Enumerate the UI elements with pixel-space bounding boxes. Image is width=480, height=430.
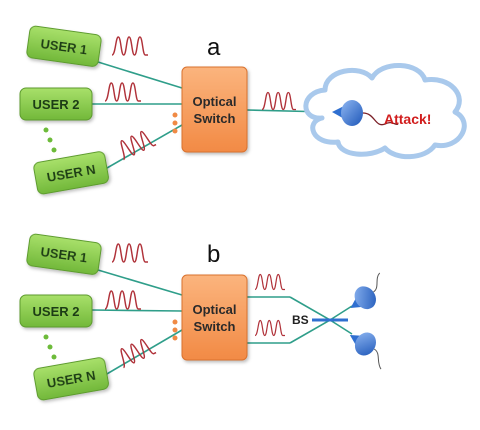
link-b-user1-switch <box>97 269 183 296</box>
user-box-b-n: USER N <box>33 357 109 401</box>
user-2-label: USER 2 <box>33 97 80 112</box>
user-box-b-2: USER 2 <box>19 294 93 328</box>
pulse-train-b-user2 <box>105 290 141 310</box>
user-b-1-label: USER 1 <box>40 244 89 265</box>
pulse-train-b-lower <box>255 319 285 337</box>
optical-switch-a: Optical Switch <box>181 66 248 153</box>
user-box-2: USER 2 <box>19 87 93 121</box>
detector-lower-icon <box>349 332 382 370</box>
switch-port-dots <box>172 112 178 134</box>
pulse-train-output <box>262 91 296 111</box>
switch-b-label-line1: Optical <box>192 302 236 317</box>
eavesdrop-detector-icon <box>332 100 399 126</box>
attack-label: Attack! <box>384 111 431 127</box>
panel-a: a USER 1 USER 2 USER N <box>19 25 467 195</box>
panel-a-label: a <box>207 34 221 61</box>
user-b-2-label: USER 2 <box>33 304 80 319</box>
user-ellipsis-dots <box>43 127 57 153</box>
link-b-usern-switch <box>99 329 183 379</box>
pulse-train-b-user1 <box>112 243 148 263</box>
user-ellipsis-dots-b <box>43 334 57 360</box>
switch-port-dots-b <box>172 319 178 341</box>
user-box-b-1: USER 1 <box>26 233 102 275</box>
switch-b-label-line2: Switch <box>194 319 236 334</box>
switch-label-line1: Optical <box>192 94 236 109</box>
bs-label: BS <box>292 313 309 327</box>
pulse-train-b-upper <box>255 273 285 291</box>
attack-cloud <box>303 63 467 160</box>
panel-b-label: b <box>207 241 220 268</box>
optical-switch-b: Optical Switch <box>181 274 248 361</box>
user-1-label: USER 1 <box>40 36 89 57</box>
user-box-1: USER 1 <box>26 25 102 67</box>
pulse-train-user2 <box>105 82 141 102</box>
link-user1-switch <box>97 61 183 89</box>
switch-label-line2: Switch <box>194 111 236 126</box>
pulse-train-b-usern <box>115 335 157 369</box>
link-b-user2-switch <box>91 309 183 312</box>
pulse-train-user1 <box>112 36 148 56</box>
detector-upper-icon <box>350 272 381 310</box>
user-box-n: USER N <box>33 151 109 195</box>
panel-b: b USER 1 USER 2 USER N <box>19 233 382 401</box>
